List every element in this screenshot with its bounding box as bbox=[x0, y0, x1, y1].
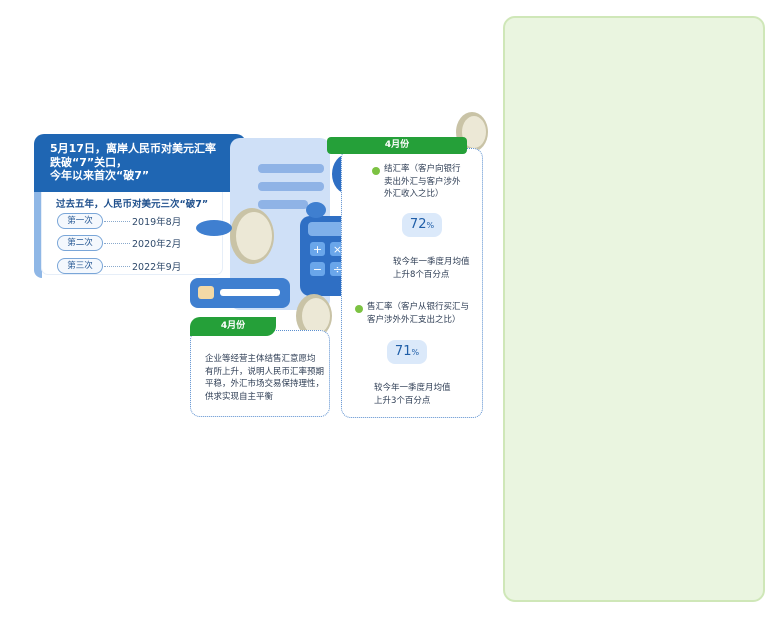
right-month-tag: 4月份 bbox=[327, 137, 467, 154]
value-number: 72 bbox=[409, 217, 427, 232]
summary-line: 企业等经营主体结售汇意愿均 bbox=[205, 354, 316, 364]
bullet-dot bbox=[372, 167, 380, 175]
sale-note: 较今年一季度月均值 上升3个百分点 bbox=[374, 382, 451, 407]
right-stats-box bbox=[341, 148, 483, 418]
headline-line-1: 5月17日，离岸人民币对美元汇率 bbox=[50, 142, 216, 155]
history-item-3-label: 第三次 bbox=[57, 258, 103, 274]
settlement-note: 较今年一季度月均值 上升8个百分点 bbox=[393, 256, 470, 281]
calc-key: × bbox=[333, 243, 342, 256]
headline-line-2: 跌破“7”关口， bbox=[50, 155, 128, 169]
calc-key: + bbox=[313, 243, 322, 256]
sale-rate-value: 71% bbox=[387, 340, 427, 364]
history-item-2-label: 第二次 bbox=[57, 235, 103, 251]
coin-icon bbox=[296, 294, 332, 338]
note-line: 较今年一季度月均值 bbox=[374, 383, 451, 393]
sale-definition: 售汇率（客户从银行买汇与 客户涉外外汇支出之比） bbox=[367, 301, 469, 326]
headline-tail-decoration bbox=[34, 188, 42, 278]
settlement-rate-value: 72% bbox=[402, 213, 442, 237]
left-month-tag: 4月份 bbox=[190, 317, 276, 336]
history-item-1-date: 2019年8月 bbox=[132, 217, 182, 228]
history-item-3-date: 2022年9月 bbox=[132, 262, 182, 273]
headline-line-3: 今年以来首次“破7” bbox=[50, 169, 150, 182]
leader-dots bbox=[104, 221, 130, 222]
settlement-definition: 结汇率（客户向银行 卖出外汇与客户涉外 外汇收入之比） bbox=[384, 163, 461, 201]
leader-dots bbox=[104, 243, 130, 244]
note-line: 上升8个百分点 bbox=[393, 269, 450, 280]
value-unit: % bbox=[426, 221, 435, 230]
summary-line: 供求实现自主平衡 bbox=[205, 391, 274, 402]
summary-line: 平稳，外汇市场交易保持理性， bbox=[205, 379, 325, 389]
left-summary-box: 企业等经营主体结售汇意愿均 有所上升，说明人民币汇率预期 平稳，外汇市场交易保持… bbox=[190, 330, 330, 417]
def-line: 客户涉外外汇支出之比） bbox=[367, 314, 461, 325]
def-line: 售汇率（客户从银行买汇与 bbox=[367, 302, 470, 312]
coin-icon bbox=[230, 208, 274, 264]
calc-key: ÷ bbox=[333, 263, 342, 276]
history-item-1-label: 第一次 bbox=[57, 213, 103, 229]
note-line: 较今年一季度月均值 bbox=[393, 257, 470, 267]
def-line: 外汇收入之比） bbox=[384, 189, 444, 199]
calc-key: − bbox=[313, 263, 322, 276]
note-line: 上升3个百分点 bbox=[374, 395, 431, 406]
blue-coin-icon bbox=[196, 220, 232, 236]
history-item-2-date: 2020年2月 bbox=[132, 239, 182, 250]
history-subtitle: 过去五年，人民币对美元三次“破7” bbox=[56, 199, 209, 210]
value-unit: % bbox=[411, 348, 420, 357]
leader-dots bbox=[104, 266, 130, 267]
def-line: 卖出外汇与客户涉外 bbox=[384, 176, 461, 187]
side-panel bbox=[503, 16, 765, 602]
value-number: 71 bbox=[394, 344, 412, 359]
summary-line: 有所上升，说明人民币汇率预期 bbox=[205, 366, 325, 377]
bullet-dot bbox=[355, 305, 363, 313]
def-line: 结汇率（客户向银行 bbox=[384, 164, 461, 174]
headline-banner: 5月17日，离岸人民币对美元汇率 跌破“7”关口， 今年以来首次“破7” bbox=[34, 134, 246, 192]
blue-coin-icon bbox=[306, 202, 326, 218]
